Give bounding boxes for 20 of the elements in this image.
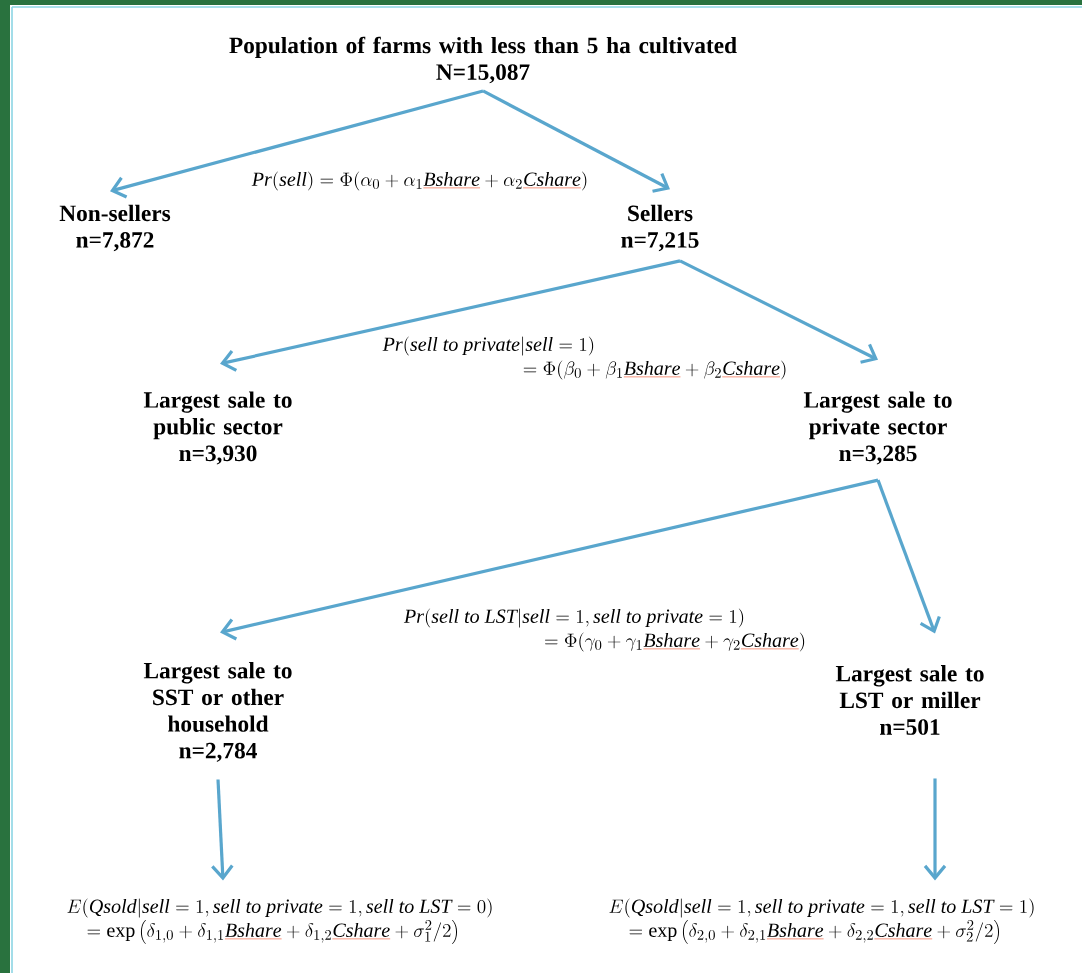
node-text: Sellers n=7,215 [621,204,699,252]
arrow [679,259,878,364]
node-text: Largest sale to LST or miller n=501 [835,665,984,735]
arrow [923,778,947,881]
equation: $\begin{array}{l}E(\mathit{Qsold}|\mathit{sell}=1,\mathit{sell\ to\ private}=1,\mathit{sell\ to\ LST}=1)\\ \quad=\exp\left(\delta_{2,0}+\delta_{2,1}\textcolor{red}{\underline{\textcolor{black}{\mathit{Bshare}}}}+\delta_{2,2}\textcolor{red}{\underline{\textcolor{black}{\mathit{Cshare}}}}+\sigma_2^2/2\right)\end{array}$ [609,898,1034,944]
arrow [482,89,670,193]
arrow [876,479,941,634]
node-text: Non-sellers n=7,872 [59,204,171,252]
node-text: Largest sale to public sector n=3,930 [143,391,292,465]
equation: $\begin{array}{l}E(\mathit{Qsold}|\mathit{sell}=1,\mathit{sell\ to\ private}=1,\mathit{sell\ to\ LST}=0)\\ \quad=\exp\left(\delta_{1,0}+\delta_{1,1}\textcolor{red}{\underline{\textcolor{black}{\mathit{Bshare}}}}+\delta_{1,2}\textcolor{red}{\underline{\textcolor{black}{\mathit{Cshare}}}}+\sigma_1^2/2\right)\end{array}$ [67,898,492,944]
arrow [220,259,681,372]
equation: $\begin{array}{l}\mathit{Pr}(\mathit{sell\ to\ LST}|\mathit{sell}=1,\mathit{sell\ to\ private}=1)\\ \qquad\qquad\qquad\quad=\Phi(\gamma_0+\gamma_1\textcolor{red}{\underline{\textcolor{black}{\mathit{Bshare}}}}+\gamma_2\textcolor{red}{\underline{\textcolor{black}{\mathit{Cshare}}}})\end{array}$ [403,608,805,652]
arrow [220,478,879,641]
arrow [110,89,484,199]
equation: $\begin{array}{l}\mathit{Pr}(\mathit{sell\ to\ private}|\mathit{sell}=1)\\ \qquad\qquad\qquad\quad=\Phi(\beta_0+\beta_1\textcolor{red}{\underline{\textcolor{black}{\mathit{Bshare}}}}+\beta_2\textcolor{red}{\underline{\textcolor{black}{\mathit{Cshare}}}})\end{array}$ [382,336,786,380]
node-text: Population of farms with less than 5 ha cultivated N=15,087 [229,36,737,84]
node-text: Largest sale to private sector n=3,285 [803,391,952,465]
arrow [211,779,234,881]
equation: $\mathit{Pr}(\mathit{sell})=\Phi(\alpha_0+\alpha_1\textcolor{red}{\underline{\textcolor{black}{\mathit{Bshare}}}}+\alpha_2\textcolor{red}{\underline{\textcolor{black}{\mathit{Cshare}}}})$ [251,171,587,191]
node-text: Largest sale to SST or other household n=2,784 [143,662,292,762]
